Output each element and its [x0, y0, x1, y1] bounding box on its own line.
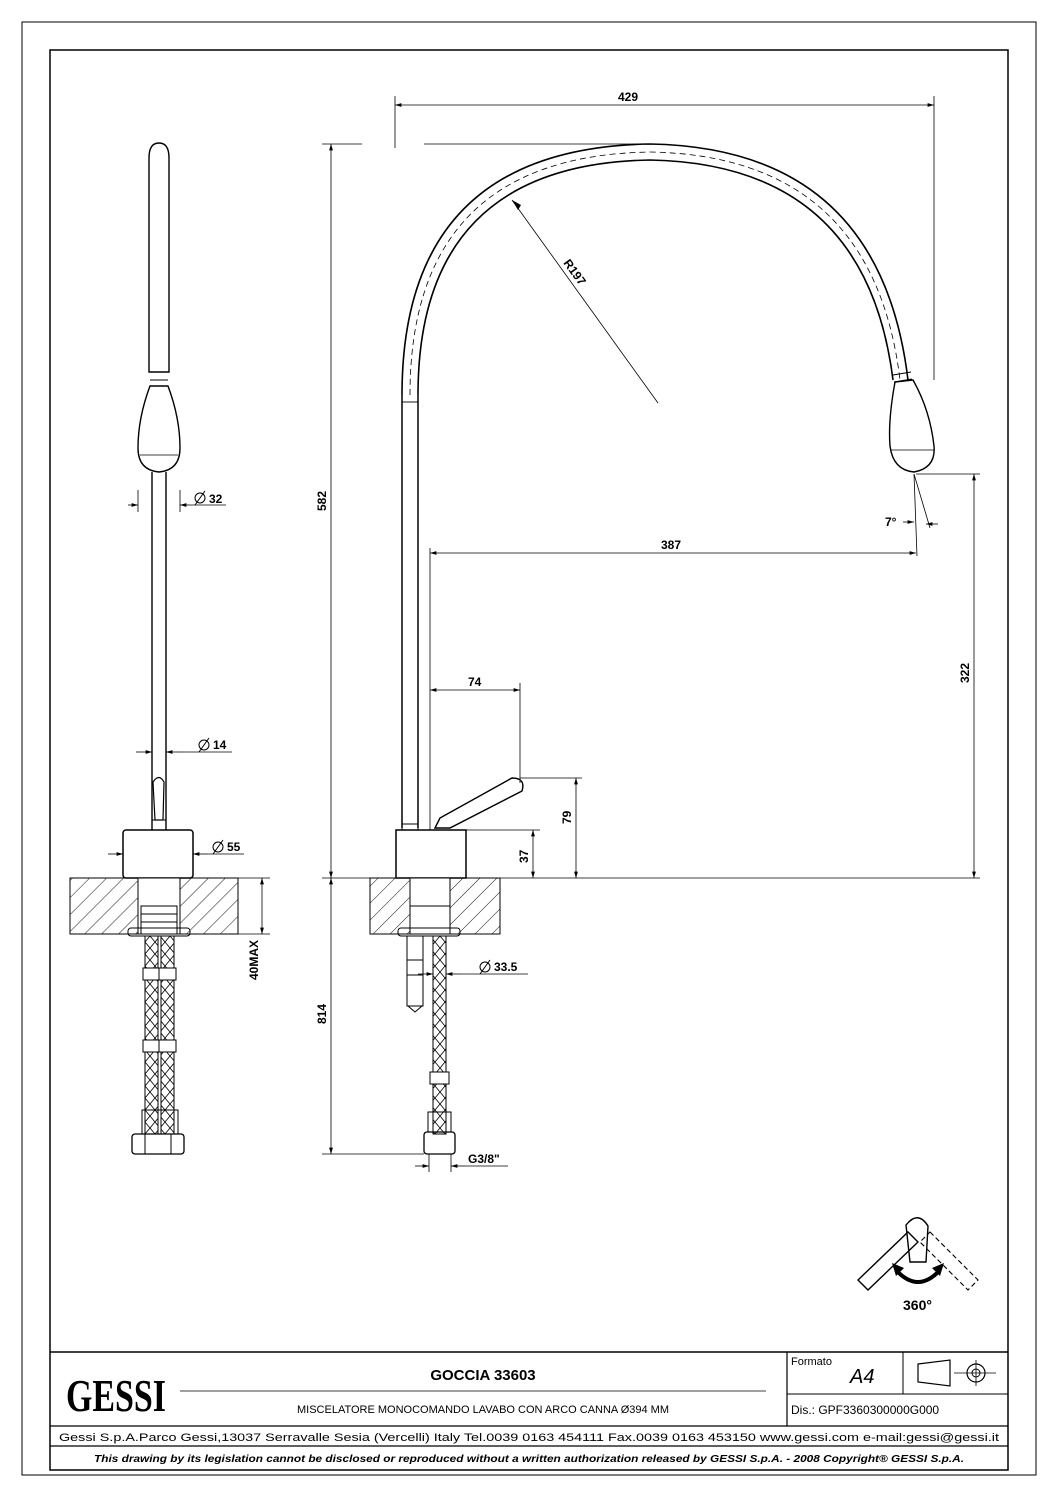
- copyright-line: This drawing by its legislation cannot b…: [94, 1454, 964, 1465]
- product-description: MISCELATORE MONOCOMANDO LAVABO CON ARCO …: [297, 1404, 669, 1416]
- drawing-number: Dis.: GPF3360300000G000: [791, 1403, 939, 1417]
- dim-7deg: 7°: [885, 515, 897, 529]
- rotation-360-icon: 360°: [856, 1217, 979, 1313]
- rotation-label: 360°: [903, 1297, 932, 1313]
- company-line: Gessi S.p.A.Parco Gessi,13037 Serravalle…: [59, 1432, 999, 1444]
- dim-582: 582: [315, 491, 329, 511]
- dim-74: 74: [468, 675, 482, 689]
- formato-value: A4: [849, 1366, 874, 1388]
- inner-frame: [49, 49, 1009, 1471]
- gessi-logo: GESSI: [66, 1370, 166, 1421]
- dim-40max: 40MAX: [247, 940, 261, 980]
- dim-g3-8: G3/8": [468, 1152, 500, 1166]
- dim-79: 79: [560, 810, 574, 824]
- projection-symbol-icon: [917, 1359, 996, 1387]
- outer-frame: [21, 21, 1037, 1476]
- dim-32: 32: [209, 492, 223, 506]
- dim-37: 37: [517, 849, 531, 863]
- side-view: 32 14 55 40MAX: [69, 142, 270, 1155]
- formato-label: Formato: [791, 1356, 832, 1368]
- title-block: GESSI GOCCIA 33603 MISCELATORE MONOCOMAN…: [50, 1351, 1008, 1465]
- product-title: GOCCIA 33603: [430, 1367, 535, 1384]
- front-view: 429 582 814 R197 7° 387 322 74: [315, 90, 980, 1172]
- dim-r197: R197: [561, 257, 589, 289]
- dim-322: 322: [958, 663, 972, 683]
- dim-14: 14: [213, 738, 227, 752]
- dim-814: 814: [315, 1004, 329, 1024]
- dim-55: 55: [227, 840, 241, 854]
- dim-429: 429: [618, 90, 638, 104]
- dim-33-5: 33.5: [494, 960, 518, 974]
- dim-387: 387: [661, 538, 681, 552]
